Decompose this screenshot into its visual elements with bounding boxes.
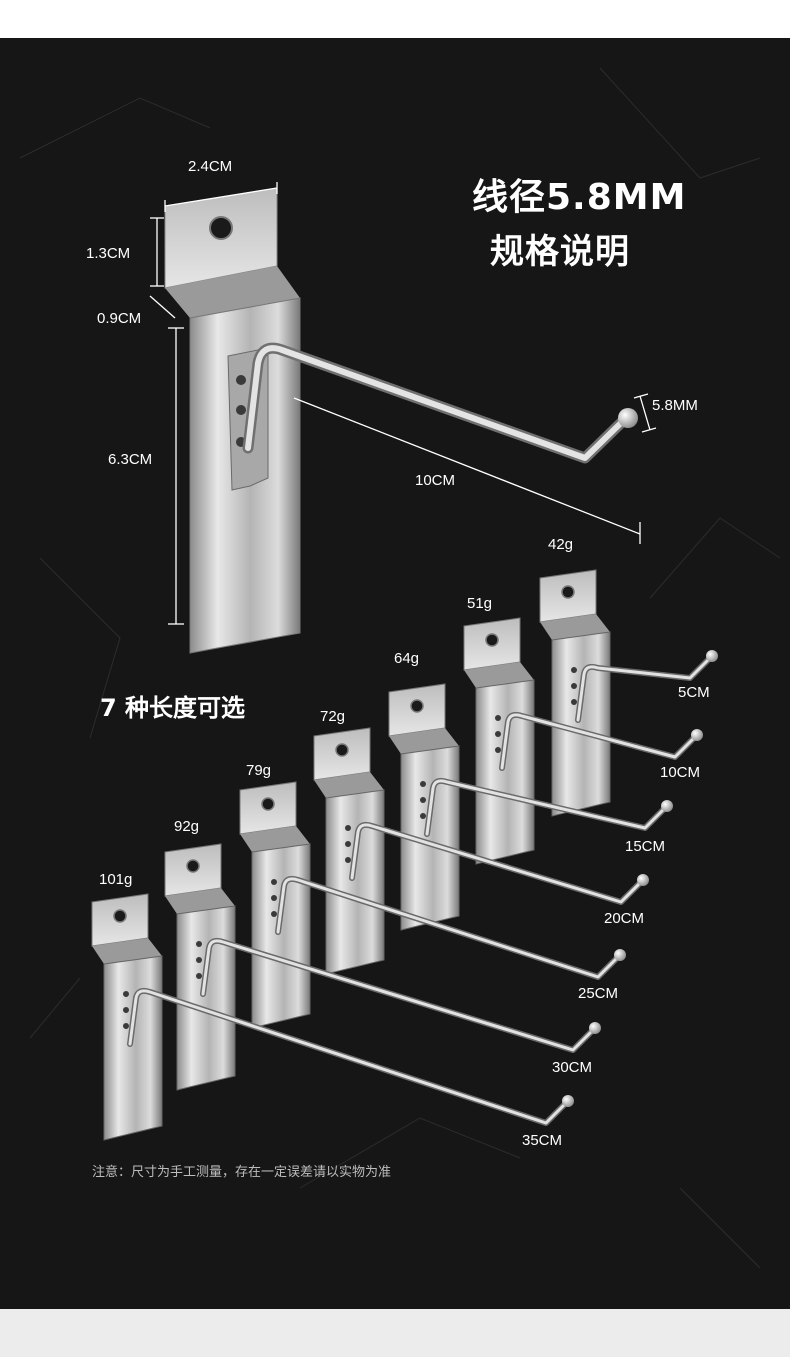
wire (350, 823, 645, 904)
hook-variant-30CM (164, 843, 601, 1091)
dim-bend-label: 0.9CM (97, 310, 142, 327)
mount-hole (261, 797, 275, 811)
marble-texture (19, 67, 781, 1269)
hook-variant-20CM (313, 727, 649, 975)
mount-hole (335, 743, 349, 757)
wire-tip (562, 1095, 574, 1107)
length-label-1: 5CM (678, 684, 710, 701)
bend-shape (165, 888, 235, 914)
weight-label-6: 92g (174, 818, 200, 835)
plate-shape (103, 955, 163, 1141)
rivet (495, 715, 501, 721)
dim-plate-height-label: 6.3CM (108, 451, 153, 468)
weight-label-3: 64g (394, 650, 420, 667)
mount-hole (485, 633, 499, 647)
weight-label-5: 79g (246, 762, 272, 779)
mount-hole (561, 585, 575, 599)
wire-tip (614, 949, 626, 961)
spec-panel: 线径5.8MM 规格说明 2.4CM 1.3CM 0.9CM 6.3CM 5.8… (0, 38, 790, 1309)
rivet (345, 841, 351, 847)
bend-shape (540, 614, 610, 640)
wire-tip (661, 800, 673, 812)
hook-variant-10CM (463, 617, 703, 865)
main-hook (164, 187, 638, 654)
bend-shape (240, 826, 310, 852)
weight-label-2: 51g (467, 595, 493, 612)
hook-variant-35CM (91, 893, 574, 1141)
length-label-7: 35CM (522, 1132, 563, 1149)
length-label-4: 20CM (604, 910, 645, 927)
rivet (571, 667, 577, 673)
bend-shape (389, 728, 459, 754)
wire-tip (691, 729, 703, 741)
options-heading: 7 种长度可选 (100, 694, 246, 722)
hook-illustration (19, 67, 781, 1269)
rivet (271, 879, 277, 885)
title-line-1: 线径5.8MM (472, 177, 687, 218)
rivet (420, 813, 426, 819)
wire (276, 877, 622, 979)
dim-width-label: 2.4CM (188, 158, 233, 175)
mount-hole (186, 859, 200, 873)
rivet (271, 911, 277, 917)
weight-label-4: 72g (320, 708, 346, 725)
rivet (123, 991, 129, 997)
rivet (571, 699, 577, 705)
wire (128, 989, 570, 1125)
rivet (420, 781, 426, 787)
hook-variant-15CM (388, 683, 673, 931)
rivet (123, 1007, 129, 1013)
rivet (495, 747, 501, 753)
rivet (196, 941, 202, 947)
plate-shape (251, 843, 311, 1029)
rivet (123, 1023, 129, 1029)
dim-length-label: 10CM (415, 472, 456, 489)
wire (500, 713, 699, 770)
length-label-3: 15CM (625, 838, 666, 855)
bend-shape (92, 938, 162, 964)
hook-variant-25CM (239, 781, 626, 1029)
rivet (345, 857, 351, 863)
bottom-margin (0, 1309, 790, 1357)
rivet (345, 825, 351, 831)
wire-tip (637, 874, 649, 886)
rivet (196, 957, 202, 963)
wire (576, 654, 714, 722)
mount-hole (113, 909, 127, 923)
plate-shape (551, 631, 611, 817)
length-label-6: 30CM (552, 1059, 593, 1076)
plate-shape (325, 789, 385, 975)
rivet (495, 731, 501, 737)
plate-shape (475, 679, 535, 865)
plate-shape (400, 745, 460, 931)
bend-shape (314, 772, 384, 798)
dimension-lines (149, 182, 657, 625)
dim-hole-height-label: 1.3CM (86, 245, 131, 262)
wire-tip (589, 1022, 601, 1034)
mount-hole (410, 699, 424, 713)
footnote: 注意：尺寸为手工测量，存在一定误差请以实物为准 (92, 1165, 392, 1180)
length-label-5: 25CM (578, 985, 619, 1002)
wire (201, 939, 597, 1052)
plate-shape (176, 905, 236, 1091)
top-margin (0, 0, 790, 38)
rivet (196, 973, 202, 979)
rivet (571, 683, 577, 689)
rivet (271, 895, 277, 901)
weight-label-7: 101g (99, 871, 133, 888)
weight-label-1: 42g (548, 536, 574, 553)
hook-variant-5CM (539, 569, 718, 817)
dim-wire-label: 5.8MM (652, 397, 698, 414)
title-line-2: 规格说明 (490, 232, 630, 272)
length-label-2: 10CM (660, 764, 701, 781)
wire (425, 779, 669, 836)
bend-shape (464, 662, 534, 688)
hook-variants (91, 569, 718, 1141)
rivet (420, 797, 426, 803)
wire-tip (706, 650, 718, 662)
